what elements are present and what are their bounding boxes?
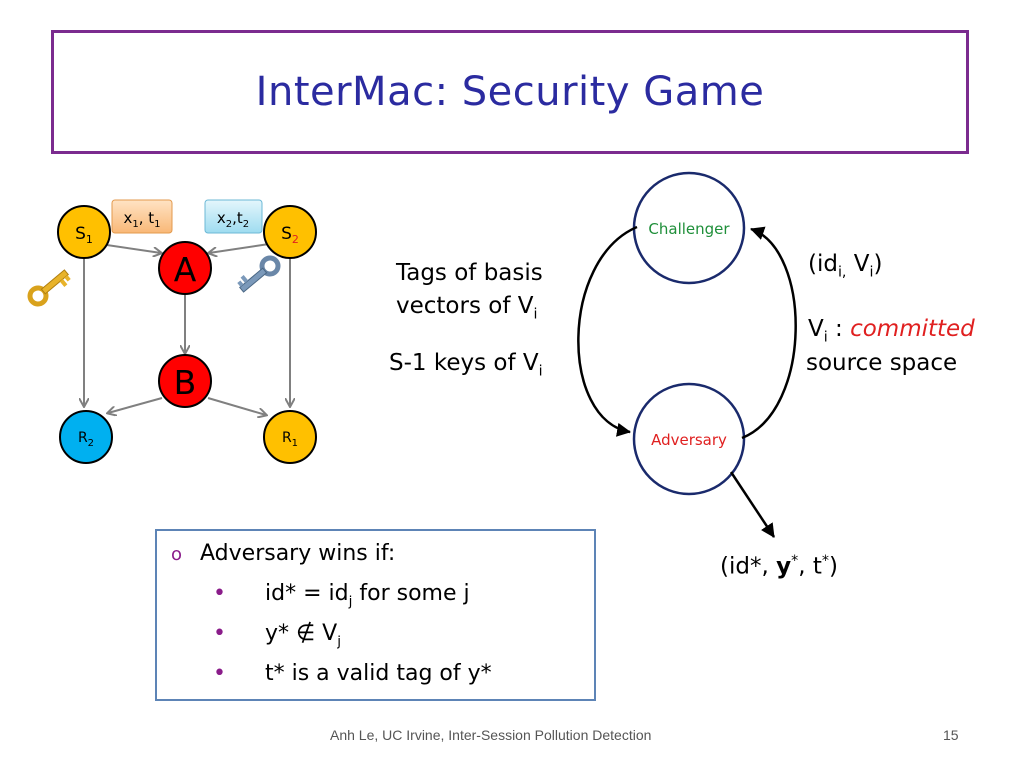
gold-key-icon [27,269,71,307]
adversary-output-label: (id*, y*, t*) [720,553,838,580]
adversary-output-arrow [729,471,776,538]
edge-label-x2-t2: x2,t2 [204,199,263,234]
svg-text:S1: S1 [75,224,93,246]
vi-committed-label: Vi : committed [808,316,975,346]
adversary-to-challenger-arrow [741,226,797,440]
svg-text:A: A [174,250,197,289]
page-number: 15 [943,727,959,743]
svg-text:Adversary: Adversary [651,431,727,449]
edge-s2-a [209,243,270,253]
network-edges [84,243,290,415]
svg-text:x2,t2: x2,t2 [217,209,249,230]
condition-item-3: •t* is a valid tag of y* [213,661,492,686]
node-r1: R1 [263,410,317,464]
node-a: A [158,241,212,295]
challenger-node: Challenger [632,171,746,285]
condition-item-1: •id* = idj for some j [213,581,470,610]
svg-text:B: B [174,363,197,402]
node-s2: S2 [263,205,317,259]
id-v-label: (idi, Vi) [808,251,883,281]
svg-text:R1: R1 [282,430,298,449]
svg-text:x1, t1: x1, t1 [123,209,160,230]
edge-label-x1-t1: x1, t1 [111,199,173,234]
condition-item-2: •y* ∉ Vj [213,621,342,650]
svg-text:Challenger: Challenger [648,220,730,238]
edge-s1-a [99,243,161,253]
edge-b-r2 [108,397,163,413]
tags-text-line2: vectors of Vi [396,293,538,323]
adversary-node: Adversary [632,382,746,496]
blue-key-icon [237,255,281,293]
svg-text:S2: S2 [281,224,299,246]
edge-b-r1 [207,397,266,415]
tags-text-line1: Tags of basis [396,260,543,286]
node-b: B [158,354,212,408]
page-title: InterMac: Security Game [255,69,765,115]
node-r2: R2 [59,410,113,464]
bullet-marker: o [171,544,183,565]
title-box: InterMac: Security Game [51,30,969,154]
source-space-label: source space [806,350,958,376]
challenger-to-adversary-arrow [577,225,638,437]
svg-text:R2: R2 [78,430,94,449]
footer-text: Anh Le, UC Irvine, Inter-Session Polluti… [330,727,652,743]
keys-text: S-1 keys of Vi [389,350,543,380]
node-s1: S1 [57,205,111,259]
